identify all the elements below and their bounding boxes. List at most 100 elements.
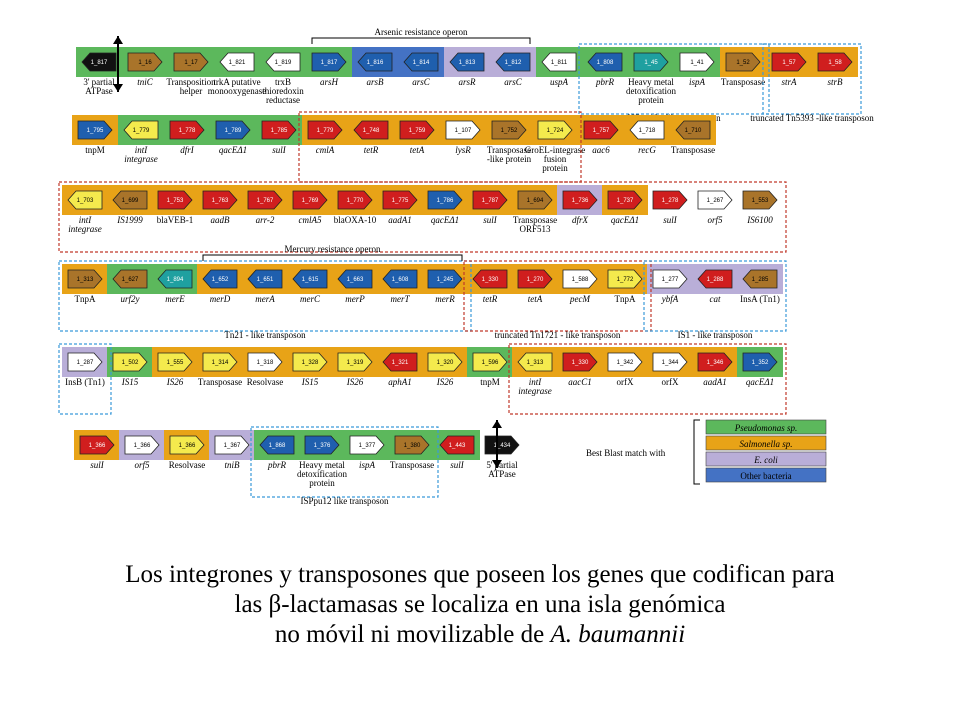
gene-label: ATPase	[85, 86, 113, 96]
gene-code: 1_757	[593, 128, 610, 134]
transposon-label: IS1 - like transposon	[678, 330, 753, 340]
gene-code: 1_772	[617, 277, 634, 283]
gene-row: 1_366sulI1_366orf51_366Resolvase1_367tni…	[74, 426, 520, 506]
gene-arrow-shape	[537, 120, 573, 140]
gene-label: ybfA	[661, 294, 679, 304]
gene-label: integrase	[124, 154, 158, 164]
gene-label: orfX	[662, 377, 679, 387]
gene-label: Transposase	[671, 145, 715, 155]
gene-arrow-shape	[679, 52, 715, 72]
gene-arrow-shape	[607, 190, 643, 210]
blast-match-band	[197, 264, 468, 294]
gene-code: 1_651	[257, 277, 274, 283]
caption-line-3-text: no móvil ni movilizable de	[274, 621, 551, 648]
gene-code: 1_786	[437, 198, 454, 204]
gene-label: cat	[710, 294, 721, 304]
gene-label: tniB	[225, 460, 241, 470]
gene-label: InsA (Tn1)	[740, 294, 780, 304]
gene-arrow-shape	[427, 269, 463, 289]
gene-arrow-shape	[79, 435, 115, 455]
gene-code: 1_502	[122, 360, 139, 366]
gene-label: TnpA	[75, 294, 96, 304]
gene-label: intI	[79, 215, 93, 225]
gene-code: 1_787	[482, 198, 499, 204]
gene-arrow-shape	[583, 120, 619, 140]
transposon-label: ISPpu12 like transposon	[300, 496, 389, 506]
gene-code: 1_789	[225, 128, 242, 134]
gene-arrow-shape	[517, 190, 553, 210]
caption: Los integrones y transposones que poseen…	[0, 560, 960, 650]
gene-code: 1_314	[212, 360, 229, 366]
gene-label: Transposase	[721, 77, 765, 87]
gene-code: 1_434	[494, 443, 511, 449]
gene-label: Heavy metal	[299, 460, 345, 470]
gene-label: recG	[638, 145, 656, 155]
gene-arrow-shape	[541, 52, 577, 72]
gene-code: 1_894	[167, 277, 184, 283]
legend-swatch	[705, 435, 827, 451]
legend-swatch	[705, 467, 827, 483]
gene-label: thioredoxin	[262, 86, 304, 96]
gene-code: 1_330	[482, 277, 499, 283]
gene-code: 1_366	[179, 443, 196, 449]
gene-arrow-shape	[587, 52, 623, 72]
gene-label: aadA1	[703, 377, 727, 387]
gene-arrow-shape	[202, 269, 238, 289]
gene-label: tetA	[410, 145, 425, 155]
gene-label: sulI	[90, 460, 105, 470]
transposon-box	[463, 260, 652, 332]
gene-label: dfrI	[180, 145, 195, 155]
gene-code: 1_811	[551, 60, 568, 66]
gene-label: IS15	[301, 377, 319, 387]
gene-label: Heavy metal	[628, 77, 674, 87]
gene-code: 1_596	[482, 360, 499, 366]
gene-arrow-shape	[202, 190, 238, 210]
gene-code: 1_736	[572, 198, 589, 204]
gene-arrow-shape	[403, 52, 439, 72]
gene-label: IS6100	[746, 215, 773, 225]
gene-label: protein	[542, 163, 568, 173]
gene-arrow-shape	[67, 352, 103, 372]
gene-label: strB	[827, 77, 843, 87]
gene-arrow-shape	[169, 435, 205, 455]
gene-code: 1_588	[572, 277, 589, 283]
gene-label: merC	[300, 294, 321, 304]
gene-code: 1_366	[134, 443, 151, 449]
gene-label: qacEΔ1	[431, 215, 459, 225]
gene-arrow: 1_786 qacEΔ1	[427, 190, 463, 225]
gene-code: 1_367	[224, 443, 241, 449]
legend-swatch	[705, 419, 827, 435]
gene-label: aadA1	[388, 215, 412, 225]
gene-code: 1_285	[752, 277, 769, 283]
gene-label: merP	[345, 294, 365, 304]
